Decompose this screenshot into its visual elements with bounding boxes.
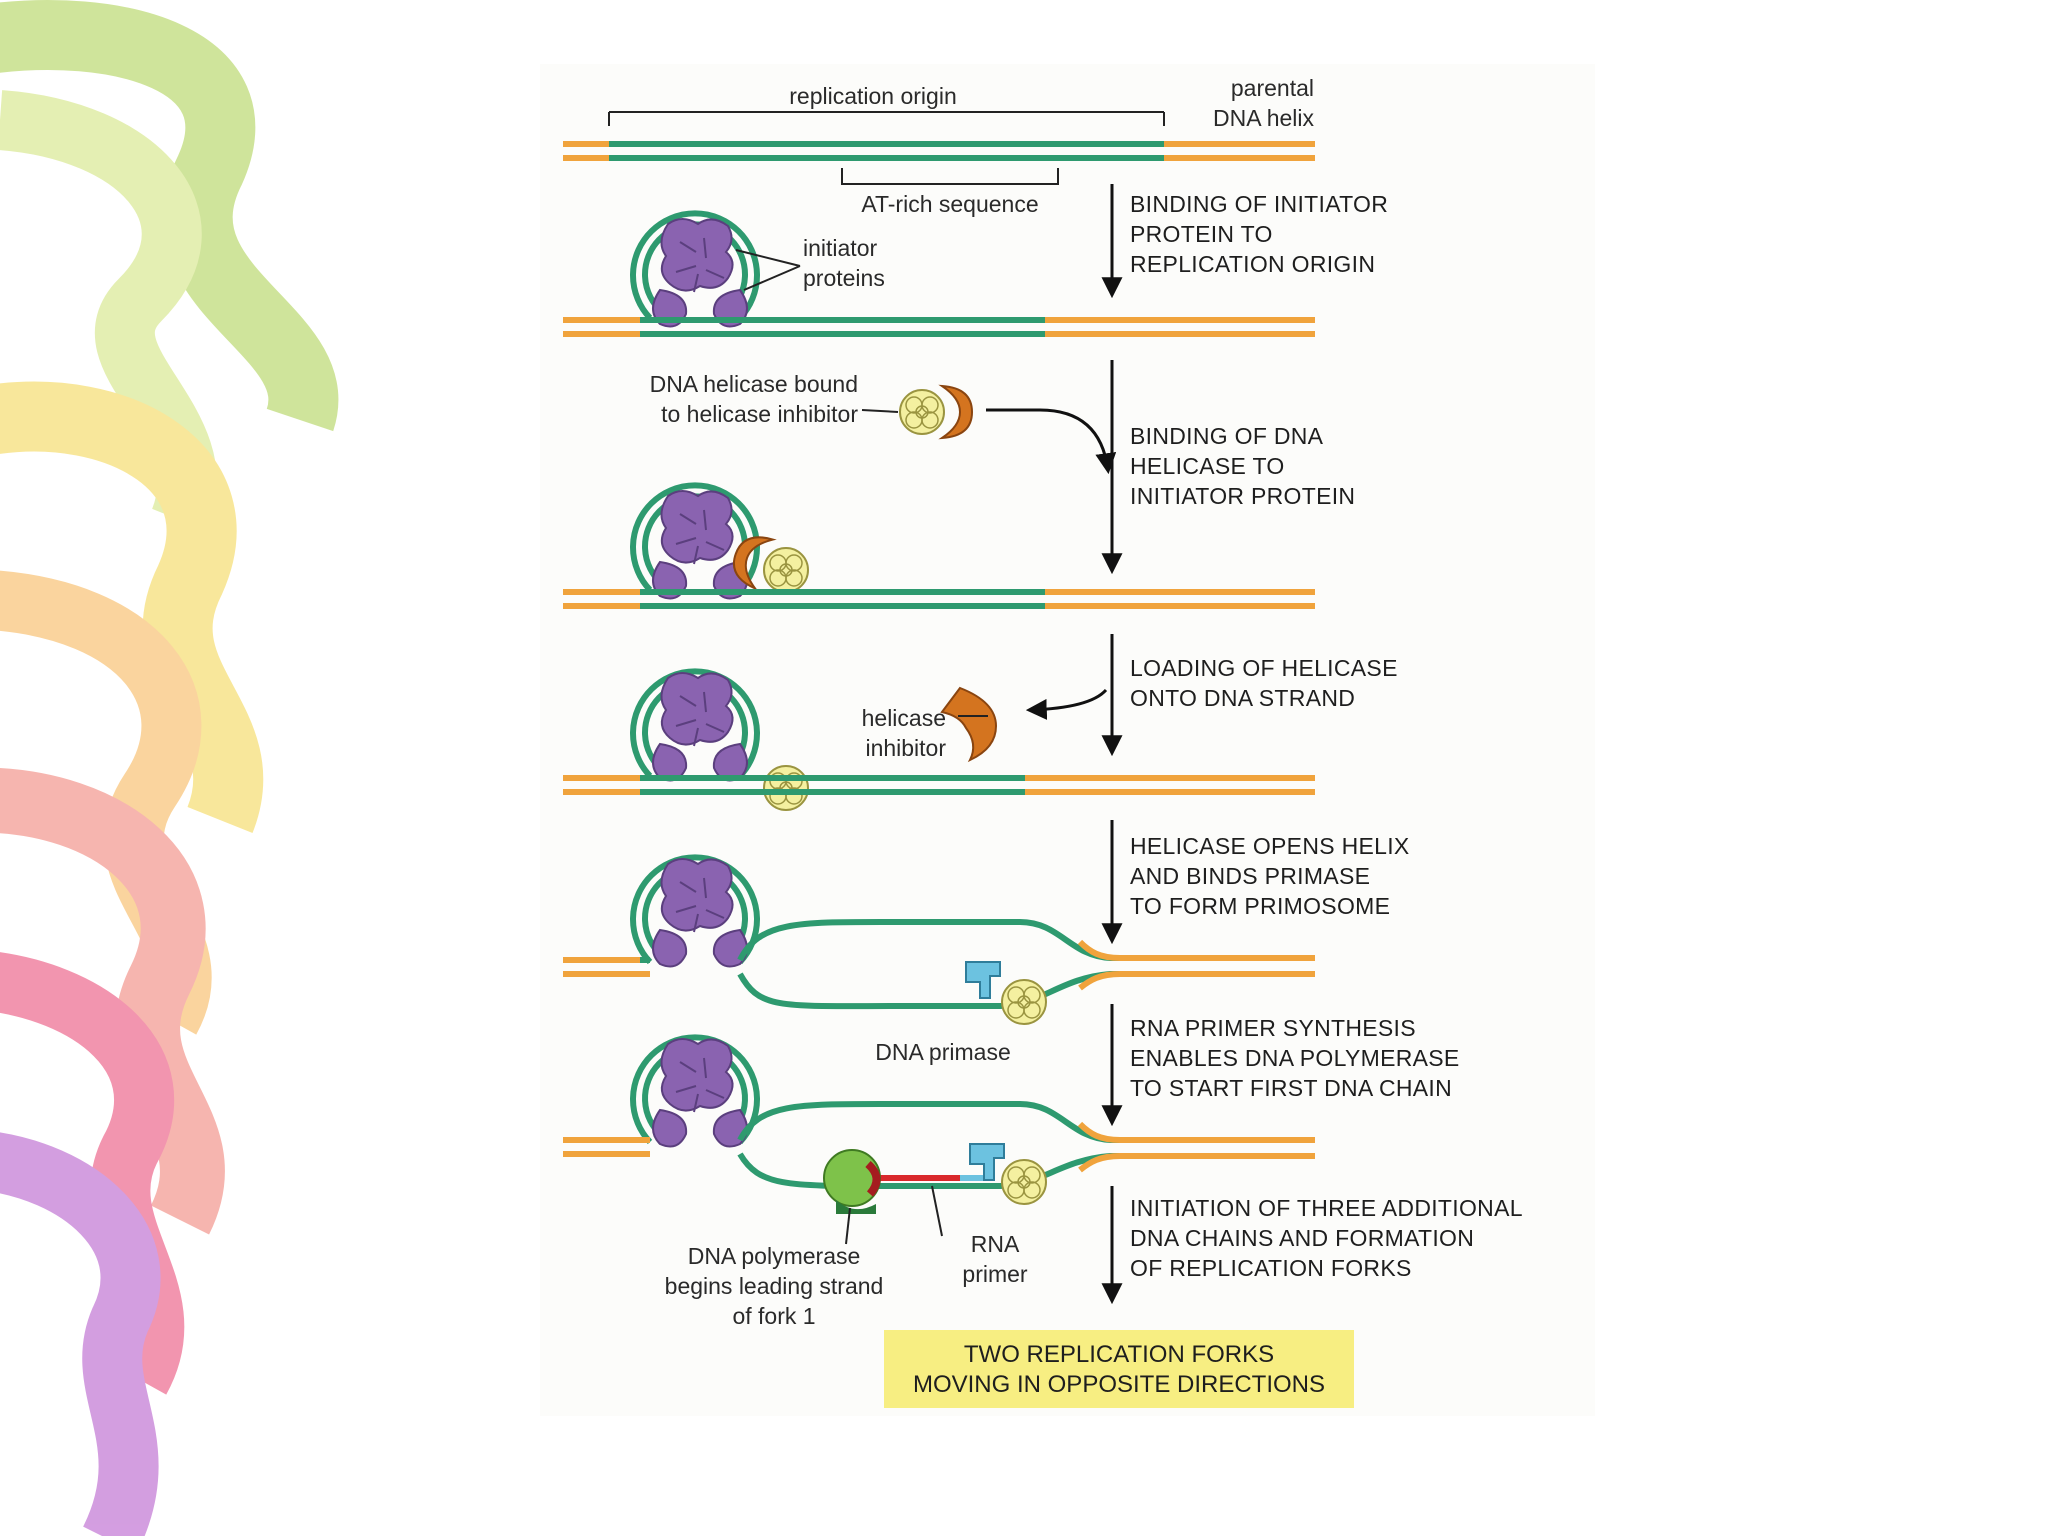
final-line-1: TWO REPLICATION FORKS bbox=[964, 1341, 1274, 1368]
step-2-text: BINDING OF DNA HELICASE TO INITIATOR PRO… bbox=[1130, 423, 1355, 509]
svg-text:DNA CHAINS AND FORMATION: DNA CHAINS AND FORMATION bbox=[1130, 1225, 1474, 1251]
svg-text:AND BINDS PRIMASE: AND BINDS PRIMASE bbox=[1130, 863, 1370, 889]
label-initiator: initiator bbox=[803, 235, 877, 261]
label-parental: parental bbox=[1231, 75, 1314, 101]
svg-text:INITIATION OF THREE ADDITIONAL: INITIATION OF THREE ADDITIONAL bbox=[1130, 1195, 1523, 1221]
label-dna-polymerase: DNA polymerase bbox=[688, 1243, 861, 1269]
step-6-text: INITIATION OF THREE ADDITIONAL DNA CHAIN… bbox=[1130, 1195, 1523, 1281]
svg-text:HELICASE TO: HELICASE TO bbox=[1130, 453, 1285, 479]
svg-text:BINDING OF DNA: BINDING OF DNA bbox=[1130, 423, 1324, 449]
label-dna-helix: DNA helix bbox=[1213, 105, 1314, 131]
final-line-2: MOVING IN OPPOSITE DIRECTIONS bbox=[913, 1371, 1325, 1398]
svg-text:INITIATOR PROTEIN: INITIATOR PROTEIN bbox=[1130, 483, 1355, 509]
svg-text:ONTO DNA STRAND: ONTO DNA STRAND bbox=[1130, 685, 1355, 711]
stage-primosome bbox=[563, 854, 1315, 1025]
label-helicase-bound: DNA helicase bound bbox=[650, 371, 858, 397]
label-replication-origin: replication origin bbox=[789, 83, 956, 109]
decorative-ribbons bbox=[0, 0, 339, 1536]
label-rna: RNA bbox=[971, 1231, 1020, 1257]
label-dna-primase: DNA primase bbox=[875, 1039, 1010, 1065]
stage-initiator-binding: initiator proteins bbox=[563, 210, 1315, 337]
svg-text:PROTEIN TO: PROTEIN TO bbox=[1130, 221, 1273, 247]
svg-text:LOADING OF HELICASE: LOADING OF HELICASE bbox=[1130, 655, 1398, 681]
label-at-rich-sequence: AT-rich sequence bbox=[861, 191, 1038, 217]
stage-helicase-binding: DNA helicase bound to helicase inhibitor bbox=[563, 371, 1315, 609]
svg-text:TO START FIRST DNA CHAIN: TO START FIRST DNA CHAIN bbox=[1130, 1075, 1452, 1101]
label-proteins: proteins bbox=[803, 265, 885, 291]
svg-text:HELICASE OPENS HELIX: HELICASE OPENS HELIX bbox=[1130, 833, 1410, 859]
svg-text:RNA PRIMER SYNTHESIS: RNA PRIMER SYNTHESIS bbox=[1130, 1015, 1416, 1041]
label-primer: primer bbox=[962, 1261, 1028, 1287]
replication-origin-bracket bbox=[608, 111, 1165, 126]
parental-dna-helix: replication origin parental DNA helix AT… bbox=[563, 75, 1315, 217]
label-helicase: helicase bbox=[862, 705, 946, 731]
step-4-text: HELICASE OPENS HELIX AND BINDS PRIMASE T… bbox=[1130, 833, 1410, 919]
at-rich-bracket bbox=[841, 168, 1059, 185]
label-to-helicase-inhibitor: to helicase inhibitor bbox=[661, 401, 858, 427]
svg-text:TO FORM PRIMOSOME: TO FORM PRIMOSOME bbox=[1130, 893, 1390, 919]
step-1-text: BINDING OF INITIATOR PROTEIN TO REPLICAT… bbox=[1130, 191, 1388, 277]
svg-text:OF REPLICATION FORKS: OF REPLICATION FORKS bbox=[1130, 1255, 1412, 1281]
stage-primer-synthesis: DNA primase RNA primer DNA polymerase be… bbox=[563, 1034, 1315, 1329]
label-inhibitor: inhibitor bbox=[865, 735, 946, 761]
label-of-fork-1: of fork 1 bbox=[732, 1303, 815, 1329]
svg-text:BINDING OF INITIATOR: BINDING OF INITIATOR bbox=[1130, 191, 1388, 217]
helicase-inhibitor-released bbox=[940, 686, 998, 763]
dna-polymerase-shape bbox=[823, 1149, 881, 1214]
stage-helicase-loading: helicase inhibitor bbox=[563, 668, 1315, 811]
label-begins-leading-strand: begins leading strand bbox=[665, 1273, 884, 1299]
svg-text:REPLICATION ORIGIN: REPLICATION ORIGIN bbox=[1130, 251, 1375, 277]
final-result-box: TWO REPLICATION FORKS MOVING IN OPPOSITE… bbox=[884, 1330, 1354, 1408]
step-5-text: RNA PRIMER SYNTHESIS ENABLES DNA POLYMER… bbox=[1130, 1015, 1460, 1101]
step-3-text: LOADING OF HELICASE ONTO DNA STRAND bbox=[1130, 655, 1398, 711]
svg-text:ENABLES DNA POLYMERASE: ENABLES DNA POLYMERASE bbox=[1130, 1045, 1460, 1071]
